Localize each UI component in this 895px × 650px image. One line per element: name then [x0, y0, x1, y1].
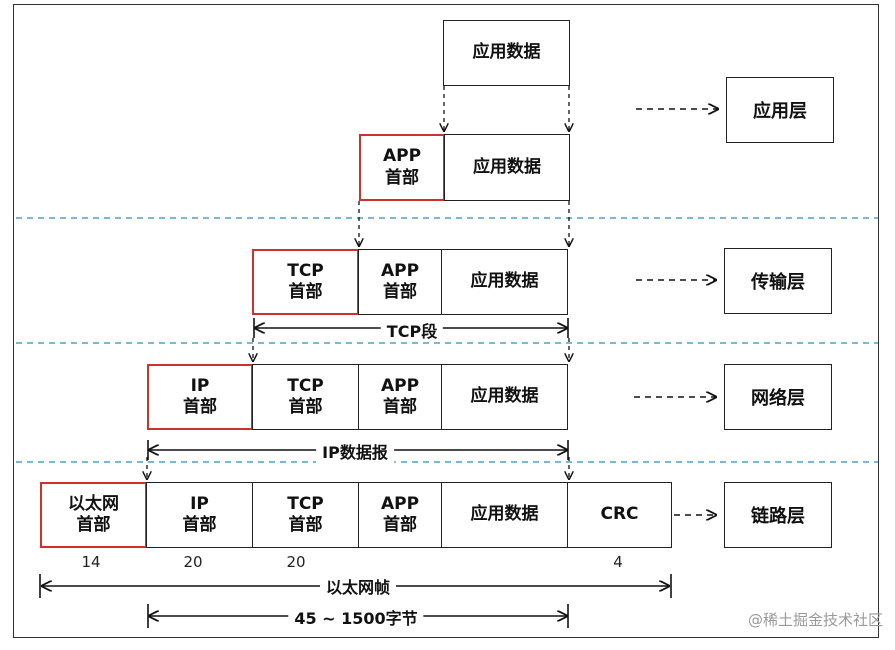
app-data-cell: 应用数据	[441, 249, 568, 315]
app-header-label-2: 首部	[385, 167, 419, 188]
crc-cell: CRC	[567, 482, 672, 548]
network-layer-box: 网络层	[724, 364, 832, 430]
app-header-label-1: APP	[380, 375, 420, 396]
transport-layer-label: 传输层	[751, 272, 805, 293]
app-data-label: 应用数据	[473, 156, 541, 177]
link-layer-label: 链路层	[751, 506, 805, 527]
app-header-cell: APP 首部	[359, 134, 445, 201]
app-header-label-2: 首部	[383, 515, 417, 535]
app-header-label-2: 首部	[383, 282, 417, 302]
crc-size: 4	[613, 553, 623, 571]
tcp-header-label-1: TCP	[287, 375, 324, 396]
eth-header-label-2: 首部	[76, 515, 111, 535]
tcp-header-size: 20	[286, 553, 306, 571]
tcp-header-label-2: 首部	[288, 397, 323, 417]
ip-datagram-label: IP数据报	[316, 439, 394, 463]
tcp-header-cell: TCP 首部	[252, 364, 359, 430]
application-layer-box: 应用层	[726, 77, 834, 143]
tcp-segment-label: TCP段	[380, 318, 444, 342]
watermark: @稀土掘金技术社区	[747, 611, 883, 629]
tcp-header-label-1: TCP	[287, 493, 324, 514]
app-header-label-1: APP	[380, 493, 420, 514]
application-layer-label: 应用层	[753, 101, 807, 122]
app-header-cell: APP 首部	[358, 364, 442, 430]
app-data-cell: 应用数据	[443, 20, 570, 86]
app-data-label: 应用数据	[470, 271, 539, 292]
app-data-label: 应用数据	[470, 504, 539, 525]
link-layer-box: 链路层	[724, 482, 832, 548]
app-data-cell: 应用数据	[441, 482, 568, 548]
app-header-cell: APP 首部	[358, 482, 442, 548]
layer-pointer-arrows	[634, 109, 718, 515]
app-data-label: 应用数据	[470, 386, 539, 407]
crc-label: CRC	[600, 504, 639, 525]
eth-header-size: 14	[81, 553, 101, 571]
ip-header-cell: IP 首部	[147, 364, 253, 430]
network-layer-label: 网络层	[751, 388, 805, 409]
eth-header-label-1: 以太网	[68, 493, 119, 514]
tcp-header-label-2: 首部	[288, 282, 323, 302]
tcp-header-cell: TCP 首部	[252, 482, 359, 548]
tcp-header-cell: TCP 首部	[252, 249, 359, 315]
ip-header-label-2: 首部	[183, 397, 217, 417]
ip-header-label-1: IP	[190, 375, 210, 396]
ip-header-label-1: IP	[190, 493, 209, 514]
app-data-cell: 应用数据	[441, 364, 568, 430]
app-data-cell: 应用数据	[444, 134, 570, 201]
payload-range-label: 45 ~ 1500字节	[288, 605, 424, 629]
app-header-label-1: APP	[380, 260, 420, 281]
tcp-header-label-2: 首部	[288, 515, 323, 535]
encapsulation-arrows	[147, 86, 569, 479]
app-header-label-1: APP	[382, 146, 422, 167]
app-header-cell: APP 首部	[358, 249, 442, 315]
eth-header-cell: 以太网 首部	[40, 482, 147, 548]
app-data-label: 应用数据	[472, 42, 541, 63]
eth-frame-label: 以太网帧	[319, 574, 397, 598]
ip-header-cell: IP 首部	[146, 482, 253, 548]
ip-header-label-2: 首部	[182, 515, 217, 535]
app-header-label-2: 首部	[383, 397, 417, 417]
transport-layer-box: 传输层	[724, 248, 832, 314]
diagram-frame	[13, 4, 879, 638]
layer-separators	[16, 217, 878, 463]
ip-header-size: 20	[183, 553, 203, 571]
tcp-header-label-1: TCP	[287, 260, 324, 281]
